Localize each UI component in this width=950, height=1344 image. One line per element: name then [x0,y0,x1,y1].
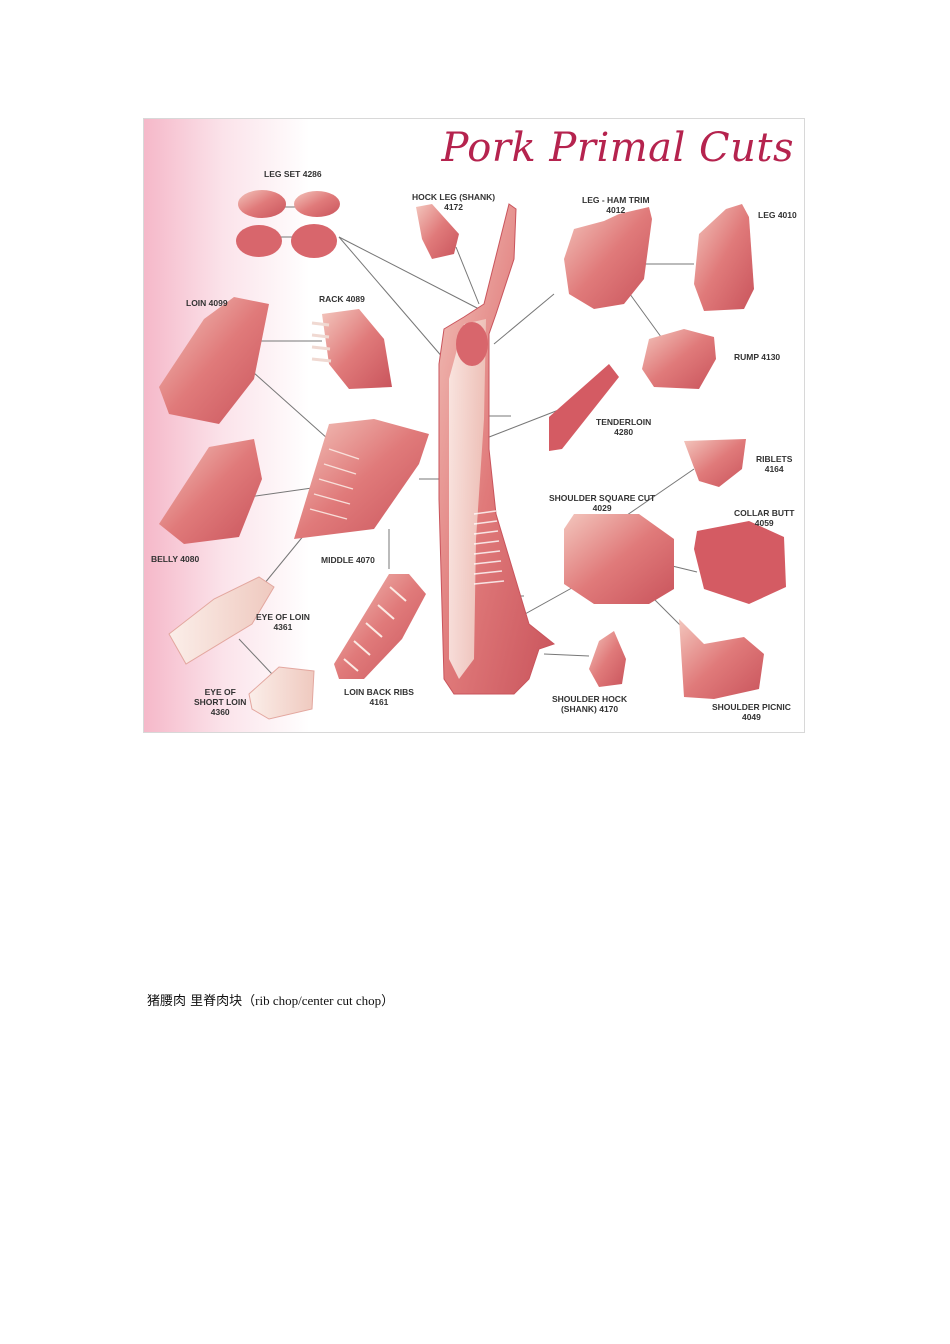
label-loin: LOIN 4099 [186,298,228,308]
hock-leg-cut [416,204,459,259]
label-rack: RACK 4089 [319,294,365,304]
leg-set-cut [236,190,340,258]
pork-primal-cuts-figure: Pork Primal Cuts LEG SET 4286 HOCK LEG (… [143,118,805,733]
caption-text: 猪腰肉 里脊肉块（rib chop/center cut chop） [147,990,394,1009]
leg-cut [694,204,754,311]
rump-cut [642,329,716,389]
figure-title: Pork Primal Cuts [441,125,794,171]
label-rump: RUMP 4130 [734,352,781,362]
label-belly: BELLY 4080 [151,554,200,564]
belly-cut [159,439,262,544]
pork-cuts-illustration [144,119,804,732]
eye-of-loin-cut [168,576,275,665]
caption-latin: rib chop/center cut chop [255,993,382,1008]
label-leg: LEG 4010 [758,210,797,220]
middle-ribs [309,448,360,520]
eye-of-short-loin-cut [248,666,315,720]
loin-back-ribs-cut [334,574,426,679]
leg-ham-trim-cut [564,207,652,309]
label-middle: MIDDLE 4070 [321,555,375,565]
rack-bones [311,321,332,363]
back-rib-bones [343,586,407,672]
caption-chinese: 猪腰肉 里脊肉块（ [147,994,256,1009]
caption-close: ） [381,994,395,1009]
shoulder-hock-cut [589,631,626,687]
label-shoulder-hock: SHOULDER HOCK(SHANK) 4170 [552,694,628,714]
label-hock-leg: HOCK LEG (SHANK)4172 [412,192,496,212]
tenderloin-cut [549,364,619,451]
middle-cut [294,419,429,539]
riblets-cut [684,439,746,487]
collar-butt-cut [694,521,786,604]
carcass-illustration [438,203,556,695]
label-leg-set: LEG SET 4286 [264,169,322,179]
shoulder-picnic-cut [679,619,764,699]
loin-cut [159,297,269,424]
rack-cut [322,309,392,389]
shoulder-square-cut [564,514,674,604]
